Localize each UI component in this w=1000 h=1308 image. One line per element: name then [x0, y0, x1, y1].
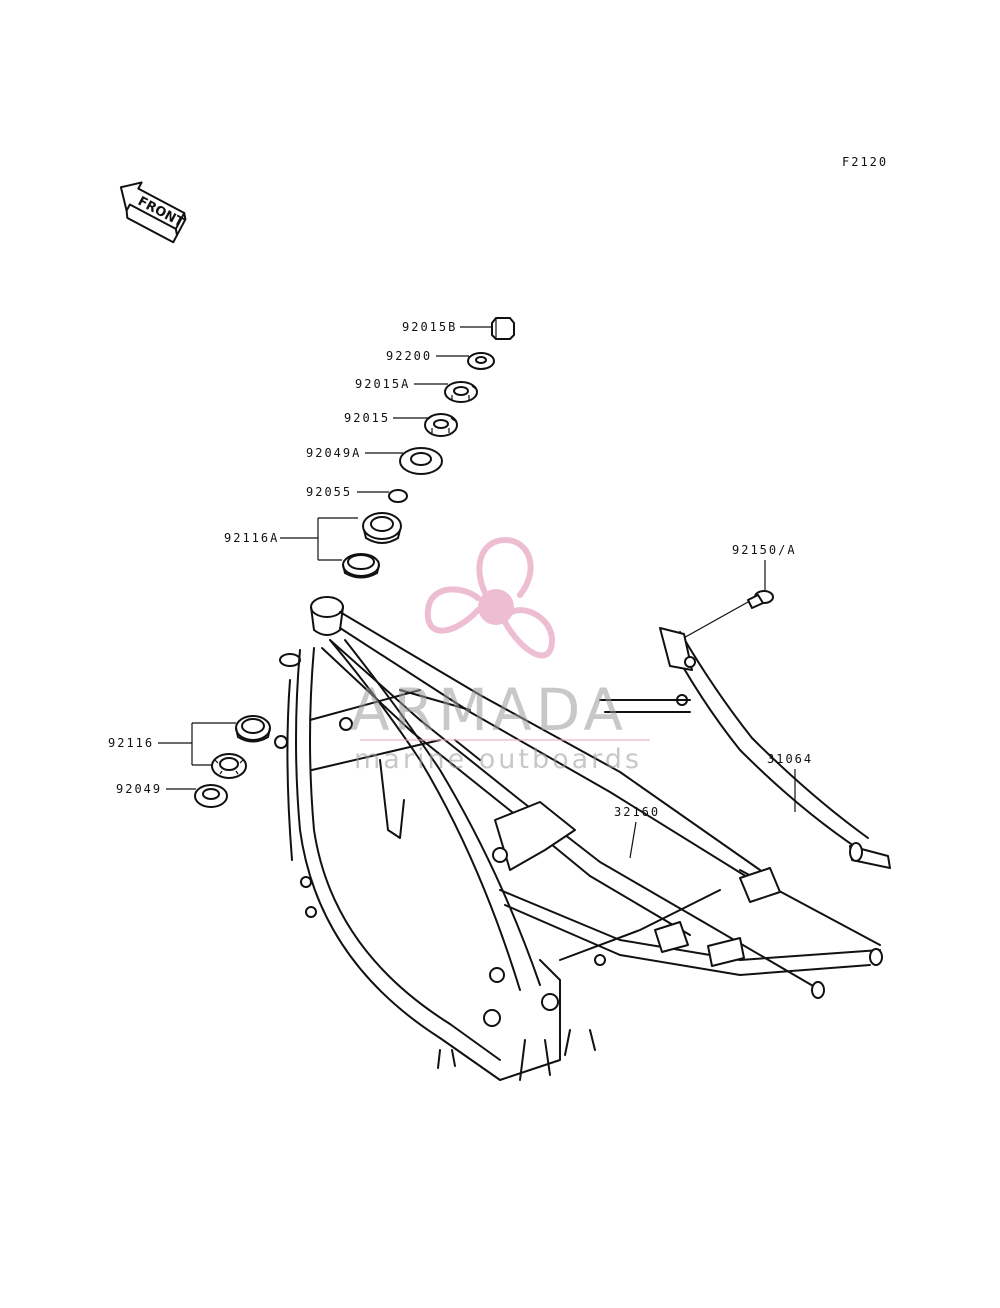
- part-label-92049A: 92049A: [306, 446, 361, 460]
- part-label-31064: 31064: [767, 752, 813, 766]
- bolt-part: [679, 590, 774, 641]
- bearing-race-part: [342, 553, 380, 579]
- cap-nut-part: [491, 317, 515, 340]
- part-label-92200: 92200: [386, 349, 432, 363]
- bearing-part: [362, 512, 402, 544]
- armada-logo-icon: [424, 536, 556, 659]
- oil-seal-part: [194, 784, 228, 808]
- leader-bracket: [280, 517, 358, 561]
- rear-subframe: [599, 627, 891, 869]
- part-label-32160: 32160: [614, 805, 660, 819]
- slotted-nut-part: [444, 381, 478, 403]
- leader-line: [629, 821, 637, 859]
- part-label-92150A: 92150/A: [732, 543, 797, 557]
- part-label-92015B: 92015B: [402, 320, 457, 334]
- part-label-92015: 92015: [344, 411, 390, 425]
- leader-bracket: [158, 722, 236, 766]
- bearing-race-part: [235, 715, 271, 743]
- diagram-code: F2120: [842, 155, 888, 169]
- part-label-92015A: 92015A: [355, 377, 410, 391]
- watermark-tagline: marine outboards: [354, 744, 642, 775]
- bearing-part: [211, 753, 247, 779]
- part-label-92055: 92055: [306, 485, 352, 499]
- watermark-brand: ARMADA: [350, 676, 627, 744]
- part-label-92116: 92116: [108, 736, 154, 750]
- front-arrow-icon: FRONT: [119, 181, 187, 244]
- main-frame: [274, 596, 883, 1081]
- o-ring-part: [388, 489, 408, 503]
- washer-part: [467, 352, 495, 370]
- slotted-nut-part: [424, 413, 458, 437]
- oil-seal-part: [399, 447, 443, 475]
- part-label-92049: 92049: [116, 782, 162, 796]
- part-label-92116A: 92116A: [224, 531, 279, 545]
